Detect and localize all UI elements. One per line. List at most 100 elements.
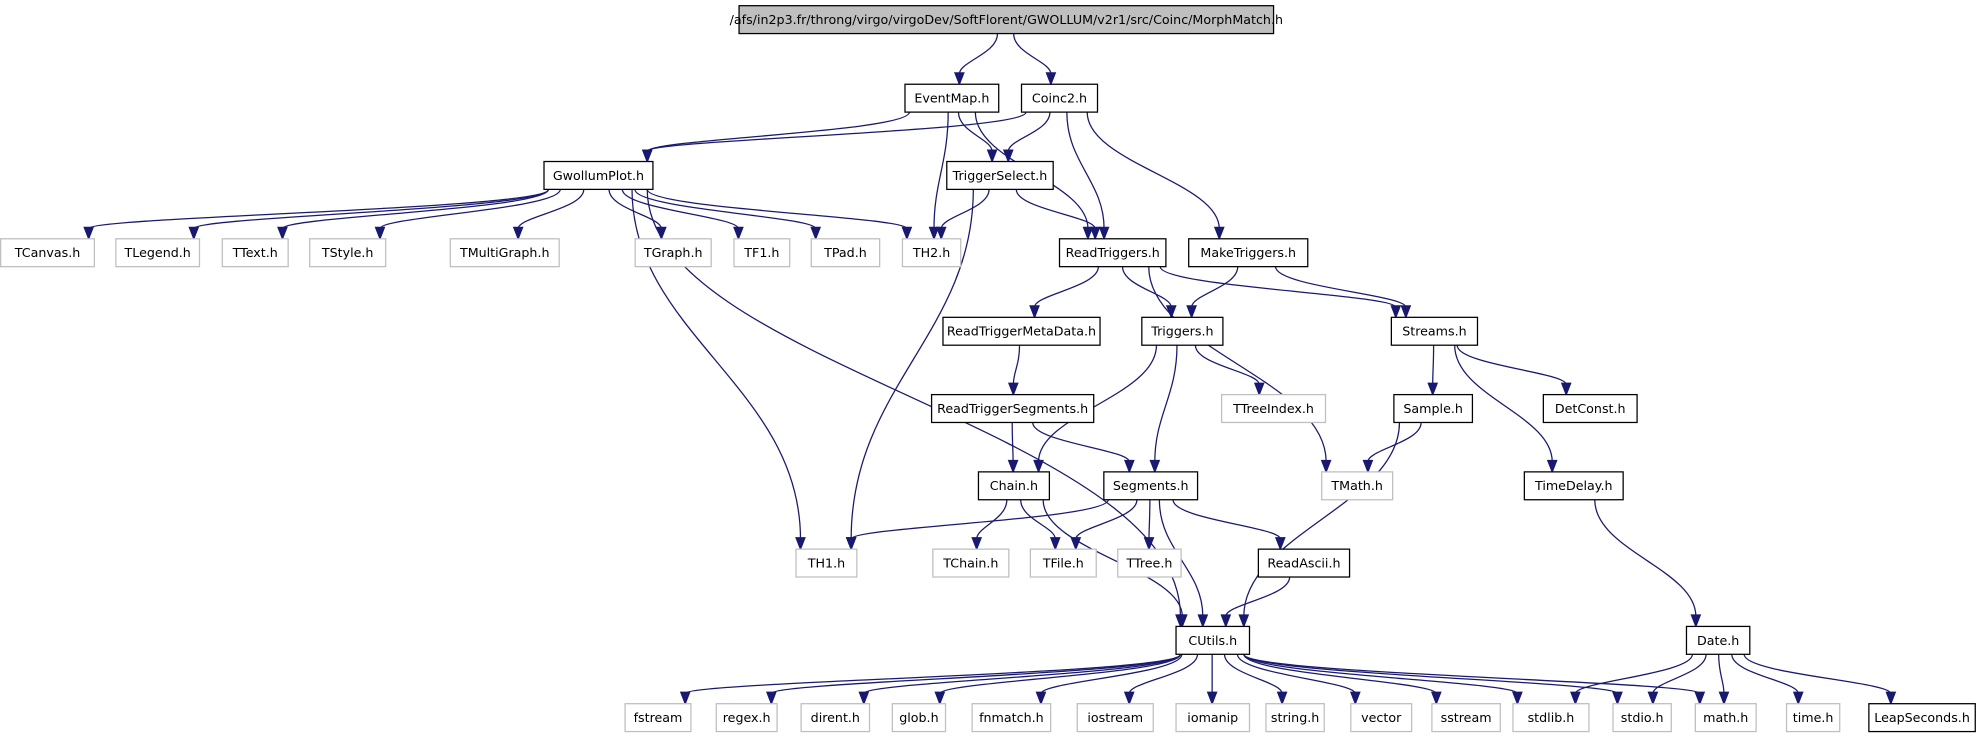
edge-line (1086, 112, 1220, 229)
node-chain[interactable]: Chain.h (977, 471, 1051, 501)
node-label: TF1.h (743, 245, 779, 260)
arrowhead-icon (1612, 691, 1623, 706)
node-date[interactable]: Date.h (1685, 625, 1751, 655)
node-streams[interactable]: Streams.h (1390, 316, 1479, 346)
edge-line (863, 653, 1182, 695)
node-label: DetConst.h (1555, 401, 1626, 416)
node-maketriggers[interactable]: MakeTriggers.h (1188, 238, 1309, 268)
node-stdio[interactable]: stdio.h (1612, 703, 1672, 733)
node-box (1076, 703, 1154, 733)
node-tmath[interactable]: TMath.h (1321, 471, 1394, 501)
arrowhead-icon (1143, 537, 1155, 551)
node-label: stdio.h (1621, 710, 1664, 725)
edge-line (646, 189, 908, 230)
node-ttree[interactable]: TTree.h (1117, 548, 1182, 578)
edge-date-to-math (1718, 654, 1730, 706)
node-math[interactable]: math.h (1694, 703, 1757, 733)
node-label: TTree.h (1125, 556, 1172, 571)
arrowhead-icon (901, 226, 913, 241)
node-label: TGraph.h (643, 245, 703, 260)
node-readtriggermetadata[interactable]: ReadTriggerMetaData.h (942, 316, 1101, 346)
node-gwollumplot[interactable]: GwollumPlot.h (543, 160, 654, 191)
node-regex[interactable]: regex.h (715, 703, 778, 733)
node-tchain[interactable]: TChain.h (932, 548, 1010, 578)
node-label: TLegend.h (124, 245, 191, 260)
node-box (1393, 393, 1474, 424)
node-label: Segments.h (1113, 478, 1189, 493)
node-label: GwollumPlot.h (553, 168, 644, 183)
node-label: fnmatch.h (979, 710, 1044, 725)
node-tlegend[interactable]: TLegend.h (115, 238, 201, 268)
node-tmultigraph[interactable]: TMultiGraph.h (449, 238, 560, 268)
node-box (1265, 703, 1325, 733)
node-tpad[interactable]: TPad.h (810, 238, 881, 268)
node-box (1523, 471, 1624, 501)
node-coinc2[interactable]: Coinc2.h (1020, 83, 1099, 113)
node-label: Triggers.h (1150, 324, 1213, 339)
node-box (1188, 238, 1309, 268)
arrowhead-icon (1165, 305, 1177, 320)
edge-readtriggers-to-triggers (1121, 266, 1177, 320)
arrowhead-icon (1033, 459, 1044, 474)
edge-gwollumplot-to-tpad (634, 189, 822, 241)
edge-eventmap-to-th2 (928, 112, 949, 241)
node-triggers[interactable]: Triggers.h (1141, 316, 1224, 346)
node-timedelay[interactable]: TimeDelay.h (1523, 471, 1624, 501)
node-cutils[interactable]: CUtils.h (1175, 625, 1251, 655)
node-tgraph[interactable]: TGraph.h (634, 238, 712, 268)
node-triggerselect[interactable]: TriggerSelect.h (946, 160, 1054, 191)
arrowhead-icon (795, 537, 806, 551)
edge-line (1223, 654, 1283, 694)
edge-line (850, 189, 974, 540)
node-label: TMultiGraph.h (459, 245, 550, 260)
node-th2[interactable]: TH2.h (901, 238, 962, 268)
node-iostream[interactable]: iostream (1076, 703, 1154, 733)
edge-cutils-to-iostream (1123, 654, 1199, 706)
node-box (810, 238, 881, 268)
edge-sample-to-cutils (1238, 422, 1401, 629)
node-glob[interactable]: glob.h (891, 703, 947, 733)
edge-line (1236, 654, 1356, 694)
node-stdlib[interactable]: stdlib.h (1512, 703, 1590, 733)
node-string[interactable]: string.h (1265, 703, 1325, 733)
node-box (1141, 316, 1224, 346)
node-iomanip[interactable]: iomanip (1175, 703, 1251, 733)
node-ttreeindex[interactable]: TTreeIndex.h (1221, 393, 1327, 424)
node-readtriggers[interactable]: ReadTriggers.h (1058, 238, 1167, 268)
node-root[interactable]: /afs/in2p3.fr/throng/virgo/virgoDev/Soft… (730, 5, 1283, 35)
node-segments[interactable]: Segments.h (1103, 471, 1199, 501)
node-dirent[interactable]: dirent.h (800, 703, 871, 733)
arrowhead-icon (1647, 691, 1659, 706)
edge-readascii-to-cutils (1220, 576, 1291, 629)
edge-date-to-time (1731, 654, 1804, 706)
node-detconst[interactable]: DetConst.h (1542, 393, 1638, 424)
edge-streams-to-sample (1427, 345, 1439, 397)
node-leapseconds[interactable]: LeapSeconds.h (1868, 703, 1976, 733)
edge-readtriggers-to-readtriggermetadata (1029, 266, 1100, 320)
arrowhead-icon (810, 226, 822, 241)
node-eventmap[interactable]: EventMap.h (904, 83, 1000, 113)
node-readascii[interactable]: ReadAscii.h (1257, 548, 1351, 578)
edge-line (1456, 344, 1567, 385)
node-fstream[interactable]: fstream (624, 703, 692, 733)
node-tf1[interactable]: TF1.h (733, 238, 791, 268)
node-th1[interactable]: TH1.h (795, 548, 858, 578)
node-sstream[interactable]: sstream (1431, 703, 1501, 733)
node-vector[interactable]: vector (1350, 703, 1413, 733)
node-fnmatch[interactable]: fnmatch.h (971, 703, 1052, 733)
node-sample[interactable]: Sample.h (1393, 393, 1474, 424)
node-box (1058, 238, 1167, 268)
node-tstyle[interactable]: TStyle.h (309, 238, 387, 268)
edge-readtriggersegments-to-segments (1032, 422, 1135, 474)
node-ttext[interactable]: TText.h (221, 238, 289, 268)
edge-readtriggersegments-to-chain (1007, 422, 1019, 474)
node-time[interactable]: time.h (1785, 703, 1841, 733)
node-box (624, 703, 692, 733)
node-label: stdlib.h (1528, 710, 1575, 725)
node-tfile[interactable]: TFile.h (1029, 548, 1097, 578)
arrowhead-icon (1276, 691, 1288, 706)
arrowhead-icon (1206, 691, 1218, 706)
node-tcanvas[interactable]: TCanvas.h (0, 238, 95, 268)
node-readtriggersegments[interactable]: ReadTriggerSegments.h (930, 393, 1095, 424)
node-label: ReadTriggerMetaData.h (947, 324, 1096, 339)
